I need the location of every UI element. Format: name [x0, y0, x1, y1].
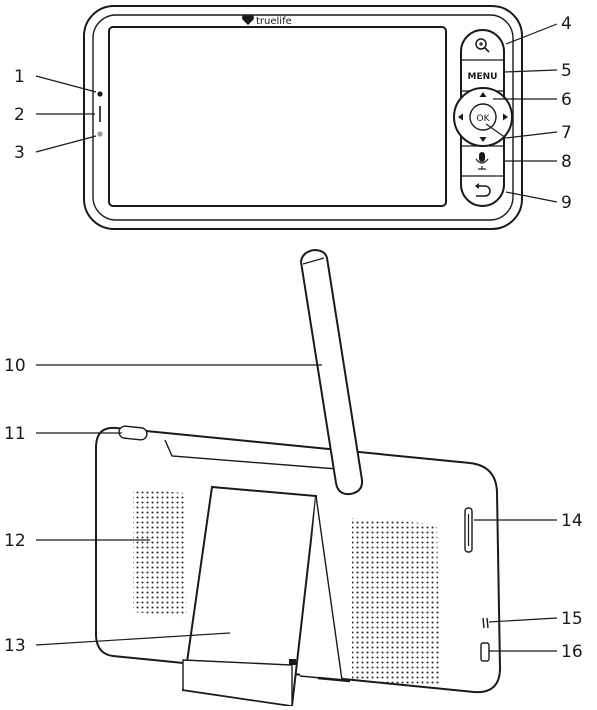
leader-7	[485, 123, 507, 139]
back-view	[95, 248, 502, 708]
leader-lines	[35, 23, 558, 652]
down-arrow-icon[interactable]	[479, 137, 487, 142]
kickstand-latch	[289, 659, 296, 665]
reset-hole[interactable]	[482, 617, 485, 629]
leader-4	[505, 23, 558, 45]
microphone-icon	[479, 152, 485, 162]
callout-6: 6	[561, 90, 572, 110]
speaker-grille-left	[133, 489, 187, 617]
power-led	[97, 91, 103, 97]
callout-9: 9	[561, 193, 572, 213]
callout-15: 15	[561, 609, 583, 629]
callout-1: 1	[14, 67, 25, 87]
leader-13	[35, 632, 231, 646]
zoom-button[interactable]	[475, 38, 490, 53]
menu-button[interactable]: MENU	[468, 72, 498, 82]
brand-logo: truelife	[242, 14, 292, 27]
speaker-grille-right	[352, 518, 440, 686]
ok-button[interactable]	[469, 103, 497, 131]
brand-name: truelife	[256, 16, 292, 27]
stand-foot	[317, 676, 351, 683]
leader-9	[505, 191, 558, 203]
usb-port[interactable]	[480, 642, 490, 662]
power-button[interactable]	[118, 425, 148, 441]
kickstand-hinge	[182, 659, 293, 707]
callout-11: 11	[4, 424, 26, 444]
right-arrow-icon[interactable]	[503, 113, 508, 121]
back-arrow-icon	[476, 185, 491, 197]
antenna-slot	[164, 439, 351, 471]
zoom-in-icon	[475, 38, 487, 50]
callout-2: 2	[14, 105, 25, 125]
ok-label: OK	[477, 114, 491, 124]
left-arrow-icon[interactable]	[458, 113, 463, 121]
callout-3: 3	[14, 143, 25, 163]
talk-button[interactable]	[475, 152, 489, 170]
light-sensor	[97, 131, 103, 137]
callout-numbers: 1 2 3 4 5 6 7 8 9 10 11 12 13 14 15 16	[4, 14, 583, 662]
leader-3	[35, 135, 97, 153]
leader-1	[35, 75, 97, 93]
up-arrow-icon[interactable]	[479, 92, 487, 97]
leader-5	[503, 69, 558, 73]
callout-8: 8	[561, 152, 572, 172]
antenna	[299, 248, 364, 496]
leader-15	[488, 617, 558, 623]
display-screen	[108, 26, 447, 207]
callout-13: 13	[4, 636, 26, 656]
back-button[interactable]	[475, 183, 491, 197]
front-view: truelife MENU OK	[83, 5, 523, 230]
callout-7: 7	[561, 123, 572, 143]
callout-12: 12	[4, 531, 26, 551]
callout-16: 16	[561, 642, 583, 662]
heart-logo-icon	[242, 14, 254, 25]
callout-5: 5	[561, 61, 572, 81]
callout-4: 4	[561, 14, 572, 34]
callout-10: 10	[4, 356, 26, 376]
callout-14: 14	[561, 511, 583, 531]
